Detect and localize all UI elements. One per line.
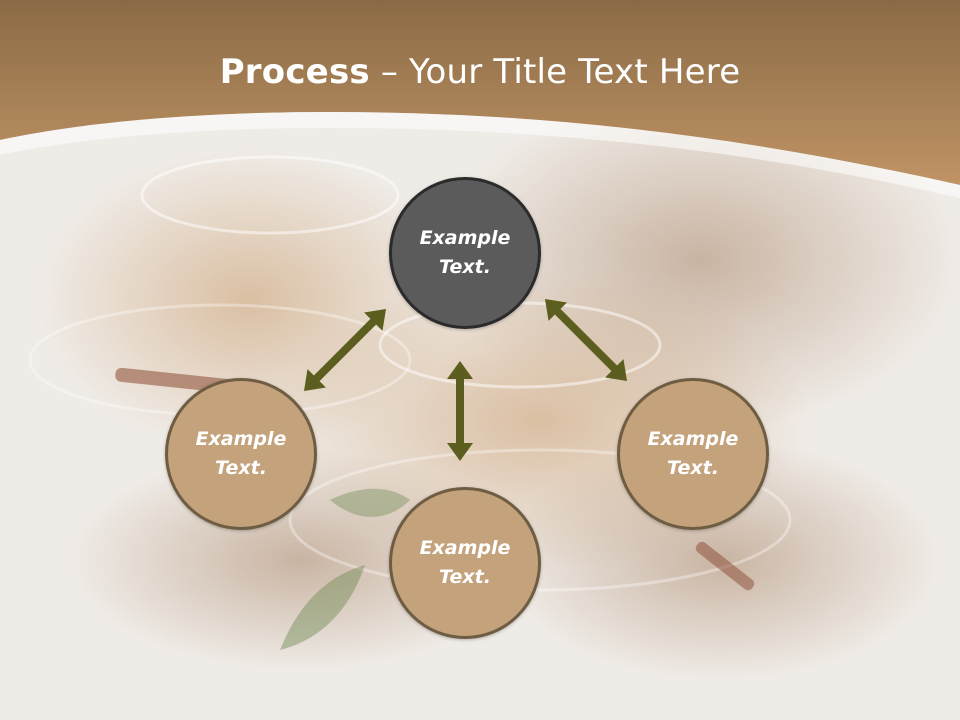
node-text-line2: Text. [439, 566, 491, 588]
process-node-center: Example Text. [389, 177, 541, 329]
node-text-line1: Example [419, 537, 511, 559]
process-node-right: Example Text. [617, 378, 769, 530]
title-rest: – Your Title Text Here [369, 52, 741, 92]
node-text-line2: Text. [667, 457, 719, 479]
node-text-line1: Example [195, 428, 287, 450]
node-text-line2: Text. [439, 256, 491, 278]
process-node-bottom: Example Text. [389, 487, 541, 639]
node-text-line2: Text. [215, 457, 267, 479]
title-bold: Process [219, 52, 370, 92]
page-title: Process – Your Title Text Here [0, 52, 960, 92]
node-text-line1: Example [647, 428, 739, 450]
node-text-line1: Example [419, 227, 511, 249]
process-node-left: Example Text. [165, 378, 317, 530]
